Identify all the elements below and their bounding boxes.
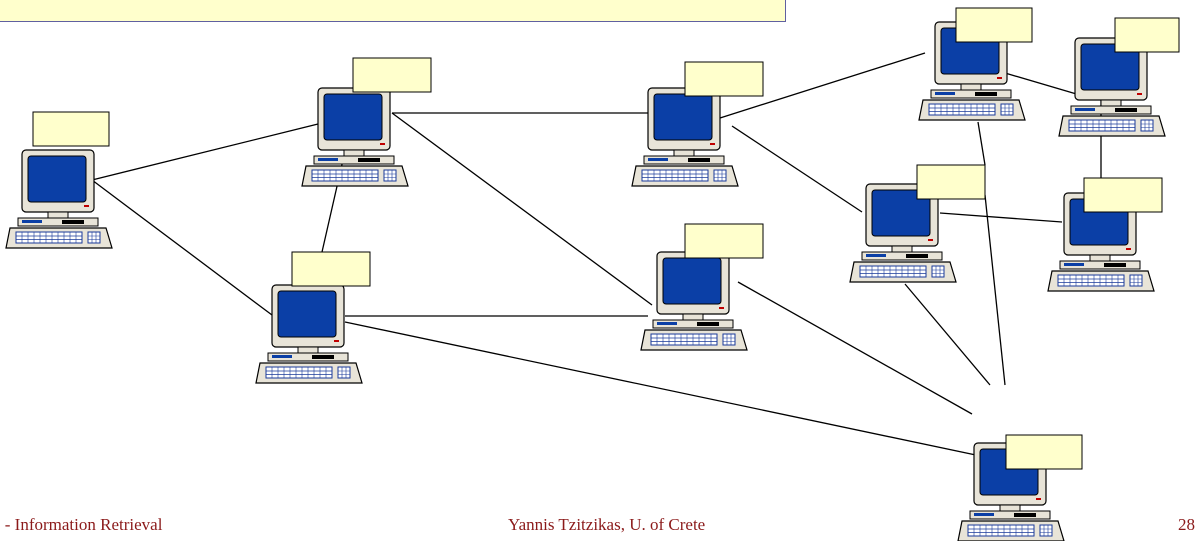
node-label-box	[1005, 434, 1083, 470]
edge-n3-n11	[344, 321, 991, 459]
nodes-layer	[5, 7, 1180, 541]
desktop-computer-icon	[631, 87, 739, 187]
desktop-computer-icon	[255, 284, 363, 384]
network-node-n9	[1058, 17, 1180, 137]
top-note-box	[0, 0, 786, 22]
network-node-n11	[957, 434, 1083, 541]
footer-course-title: 3 - Information Retrieval	[0, 515, 163, 534]
footer-author: Yannis Tzitzikas, U. of Crete	[508, 515, 706, 534]
network-node-n5	[640, 223, 764, 351]
network-node-n1	[5, 111, 113, 249]
network-node-n7	[849, 164, 986, 283]
edge-n4-n7	[731, 125, 863, 213]
footer-page-number: 28	[1178, 515, 1195, 534]
edge-n4-n8	[719, 52, 926, 119]
node-label-box	[1083, 177, 1163, 213]
desktop-computer-icon	[1058, 37, 1166, 137]
desktop-computer-icon	[640, 251, 748, 351]
node-label-box	[684, 61, 764, 97]
node-label-box	[916, 164, 986, 200]
node-label-box	[1114, 17, 1180, 53]
node-label-box	[352, 57, 432, 93]
network-node-n4	[631, 61, 764, 187]
network-node-n2	[301, 57, 432, 187]
network-node-n10	[1047, 177, 1163, 292]
network-node-n8	[918, 7, 1033, 121]
edge-n1-n3	[91, 179, 273, 316]
node-label-box	[684, 223, 764, 259]
desktop-computer-icon	[5, 149, 113, 249]
node-label-box	[291, 251, 371, 287]
edge-n8-n11	[904, 283, 991, 386]
network-node-n3	[255, 251, 371, 384]
edge-n7-n8	[977, 121, 986, 166]
edge-n7-n11	[984, 194, 1006, 386]
node-label-box	[955, 7, 1033, 43]
edge-n1-n2	[91, 123, 319, 181]
edge-n5-n11	[737, 281, 973, 415]
edge-n2-n5	[391, 112, 653, 306]
node-label-box	[32, 111, 110, 147]
edge-n8-n10	[939, 212, 1063, 223]
desktop-computer-icon	[301, 87, 409, 187]
